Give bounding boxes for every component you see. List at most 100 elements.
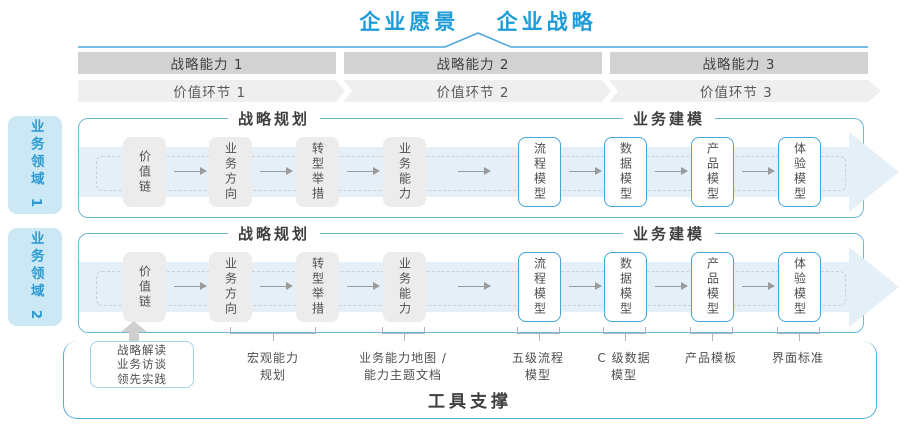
annotation-line: 界面标准 <box>771 351 824 365</box>
value-link-2: 价值环节 2 <box>436 85 510 101</box>
box-label: 流程模型 <box>532 142 547 202</box>
annotation-macro-capability-planning: 宏观能力 规划 <box>193 350 353 384</box>
box-label: 体验模型 <box>792 142 807 202</box>
bracket-product-template <box>690 327 733 341</box>
annotation-line: 五级流程 <box>511 351 564 365</box>
flow-arrow-icon <box>347 282 380 290</box>
box-data-model: 数据模型 <box>604 252 647 322</box>
annotation-line: 模型 <box>524 367 551 382</box>
annotation-line: 领先实践 <box>117 371 167 386</box>
domain-label-text: 业务领域 2 <box>27 230 44 324</box>
arrow-right-icon <box>849 132 899 212</box>
box-label: 业务能力 <box>397 257 412 317</box>
section-title-business-modeling: 业务建模 <box>622 108 716 129</box>
flow-arrow-icon <box>174 282 207 290</box>
box-transformation-initiatives: 转型举措 <box>296 137 339 207</box>
title-enterprise-strategy: 企业战略 <box>496 10 597 34</box>
arrow-up-icon <box>121 321 147 342</box>
box-experience-model: 体验模型 <box>778 137 821 207</box>
box-experience-model: 体验模型 <box>778 252 821 322</box>
box-label: 数据模型 <box>618 142 633 202</box>
box-label: 业务方向 <box>223 257 238 317</box>
box-label: 流程模型 <box>532 257 547 317</box>
box-business-direction: 业务方向 <box>209 137 252 207</box>
flow-arrow-icon <box>260 282 293 290</box>
annotation-product-template: 产品模板 <box>631 350 791 367</box>
strategic-capability-bar-1: 战略能力 1 <box>78 52 336 74</box>
box-label: 价值链 <box>137 149 152 195</box>
section-title-strategic-planning: 战略规划 <box>227 223 321 244</box>
strategic-capability-bar-3: 战略能力 3 <box>610 52 868 74</box>
box-label: 产品模型 <box>705 142 720 202</box>
box-label: 产品模型 <box>705 257 720 317</box>
value-link-3: 价值环节 3 <box>699 85 773 101</box>
box-label: 转型举措 <box>310 257 325 317</box>
annotation-ui-standard: 界面标准 <box>718 350 878 367</box>
title-underline-peak <box>78 32 868 48</box>
box-business-direction: 业务方向 <box>209 252 252 322</box>
flow-arrow-icon <box>260 167 293 175</box>
arrow-right-icon <box>849 247 899 327</box>
bracket-data-model <box>603 327 646 341</box>
box-process-model: 流程模型 <box>518 252 561 322</box>
domain-label-text: 业务领域 1 <box>27 118 44 212</box>
box-value-chain: 价值链 <box>123 137 166 207</box>
annotation-l5-process-model: 五级流程 模型 <box>458 350 618 384</box>
box-process-model: 流程模型 <box>518 137 561 207</box>
box-transformation-initiatives: 转型举措 <box>296 252 339 322</box>
bracket-ui-standard <box>777 327 820 341</box>
box-product-model: 产品模型 <box>691 252 734 322</box>
box-product-model: 产品模型 <box>691 137 734 207</box>
box-label: 业务能力 <box>397 142 412 202</box>
annotation-c-level-data-model: C 级数据 模型 <box>544 350 704 384</box>
box-value-chain: 价值链 <box>123 252 166 322</box>
arrow-right-icon <box>868 80 881 102</box>
annotation-line: 战略解读 <box>117 342 167 357</box>
bracket-process-model <box>517 327 560 341</box>
value-link-1: 价值环节 1 <box>173 85 247 101</box>
page-title: 企业愿景 企业战略 <box>48 6 908 36</box>
flow-arrow-icon <box>458 167 491 175</box>
flow-arrow-icon <box>174 167 207 175</box>
flow-arrow-icon <box>742 167 775 175</box>
box-label: 价值链 <box>137 264 152 310</box>
bracket-capability-map <box>382 327 425 341</box>
annotation-line: C 级数据 <box>597 351 651 365</box>
box-business-capability: 业务能力 <box>383 252 426 322</box>
domain-label-1: 业务领域 1 <box>8 116 62 214</box>
strategic-capability-bar-2: 战略能力 2 <box>344 52 602 74</box>
annotation-line: 宏观能力 <box>246 351 299 365</box>
tool-support-label: 工具支撑 <box>428 392 512 412</box>
section-title-strategic-planning: 战略规划 <box>227 108 321 129</box>
box-business-capability: 业务能力 <box>383 137 426 207</box>
dashed-outline <box>96 271 846 306</box>
annotation-strategy-inputs: 战略解读 业务访谈 领先实践 <box>90 341 194 388</box>
box-label: 业务方向 <box>223 142 238 202</box>
flow-arrow-icon <box>655 167 688 175</box>
business-domain-row-2: 战略规划 业务建模 价值链 业务方向 转型举措 业务能力 流程模型 数据模型 产… <box>78 223 899 333</box>
title-enterprise-vision: 企业愿景 <box>359 10 460 34</box>
annotation-line: 业务访谈 <box>117 357 167 372</box>
box-data-model: 数据模型 <box>604 137 647 207</box>
annotation-line: 模型 <box>610 367 637 382</box>
annotation-line: 能力主题文档 <box>363 367 442 382</box>
box-label: 体验模型 <box>792 257 807 317</box>
dashed-outline <box>96 156 846 191</box>
box-label: 数据模型 <box>618 257 633 317</box>
strategic-capability-bar-row: 战略能力 1 战略能力 2 战略能力 3 <box>78 52 868 74</box>
flow-arrow-icon <box>569 282 602 290</box>
flow-arrow-icon <box>655 282 688 290</box>
flow-arrow-icon <box>347 167 380 175</box>
domain-label-2: 业务领域 2 <box>8 228 62 326</box>
annotation-capability-map: 业务能力地图 / 能力主题文档 <box>323 350 483 384</box>
annotation-line: 产品模板 <box>684 351 737 365</box>
flow-arrow-icon <box>569 167 602 175</box>
business-domain-row-1: 战略规划 业务建模 价值链 业务方向 转型举措 业务能力 流程模型 数据模型 产… <box>78 108 899 218</box>
bracket-macro-capability <box>230 327 316 341</box>
value-link-arrow-band: 价值环节 1 价值环节 2 价值环节 3 <box>78 80 881 102</box>
annotation-line: 规划 <box>259 367 286 382</box>
flow-arrow-icon <box>742 282 775 290</box>
annotation-line: 业务能力地图 / <box>359 351 447 365</box>
box-label: 转型举措 <box>310 142 325 202</box>
